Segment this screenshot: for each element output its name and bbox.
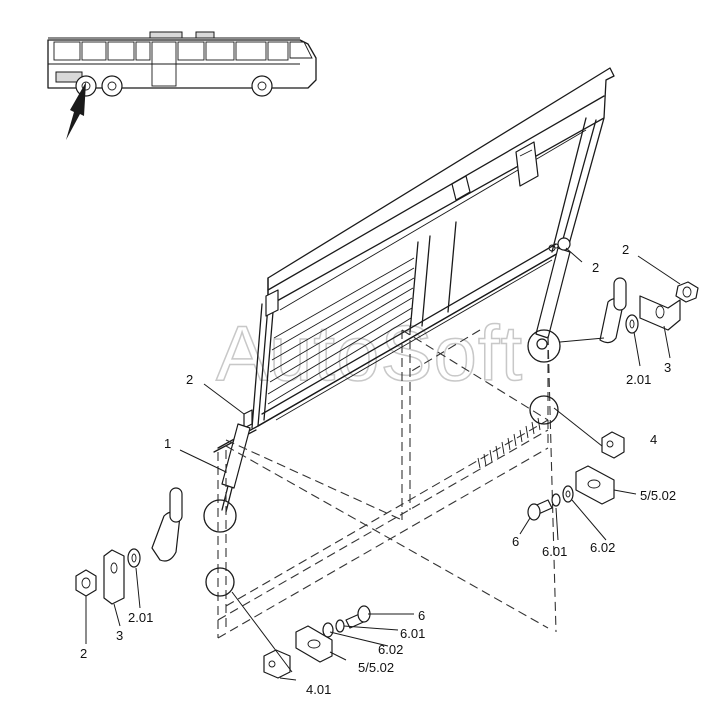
strut-end-fitting-left	[151, 487, 183, 562]
callout-2-right-strut: 2	[592, 260, 599, 275]
callout-6-02-right: 6.02	[590, 540, 615, 555]
location-arrow-icon	[66, 82, 86, 140]
washer-6-02-right	[562, 485, 574, 503]
callout-4: 4	[650, 432, 657, 447]
callout-2-left-top: 2	[186, 372, 193, 387]
lock-block-4	[601, 431, 625, 459]
callout-2-01-left: 2.01	[128, 610, 153, 625]
callout-4-01: 4.01	[306, 682, 331, 697]
washer-2-01-left	[127, 548, 141, 568]
striker-plate-5-left	[295, 625, 333, 663]
bolt-6-left	[345, 605, 371, 629]
nut-2-left	[75, 569, 97, 597]
bracket-3-right	[639, 295, 681, 331]
callout-2-01-right: 2.01	[626, 372, 651, 387]
bolt-6-right	[527, 499, 553, 521]
callout-6-01-right: 6.01	[542, 544, 567, 559]
callout-2-right-nut: 2	[622, 242, 629, 257]
gas-strut-right	[535, 237, 571, 350]
nut-2-right	[675, 281, 699, 303]
callout-5-5-02-left: 5/5.02	[358, 660, 394, 675]
callout-labels: 1 2 2 2 3 2.01 4 5/5.02 6 6.01 6.02 2 3 …	[80, 242, 676, 697]
gas-strut-left	[221, 423, 251, 513]
leader-lines	[85, 247, 681, 681]
washer-6-02-left	[322, 622, 334, 638]
detail-circle-right-bracket	[529, 395, 559, 425]
luggage-compartment-outline	[217, 326, 557, 639]
strut-end-fitting-right	[599, 277, 627, 344]
ventilation-grille	[477, 417, 541, 469]
bracket-3-left	[103, 549, 125, 605]
detail-circle-strut-bottom	[203, 499, 237, 533]
callout-5-5-02-right: 5/5.02	[640, 488, 676, 503]
striker-plate-5-right	[575, 465, 615, 505]
washer-6-01-left	[335, 619, 345, 633]
callout-6-02-left: 6.02	[378, 642, 403, 657]
washer-6-01-right	[551, 493, 561, 507]
callout-2-left-nut: 2	[80, 646, 87, 661]
washer-2-01-right	[625, 314, 639, 334]
callout-1: 1	[164, 436, 171, 451]
callout-6-01-left: 6.01	[400, 626, 425, 641]
callout-3-right: 3	[664, 360, 671, 375]
bus-location-thumbnail	[47, 31, 317, 140]
detail-circle-lower-bracket	[205, 567, 235, 597]
callout-6-left: 6	[418, 608, 425, 623]
detail-circle-strut-top	[527, 329, 561, 363]
callout-3-left: 3	[116, 628, 123, 643]
callout-6-right: 6	[512, 534, 519, 549]
